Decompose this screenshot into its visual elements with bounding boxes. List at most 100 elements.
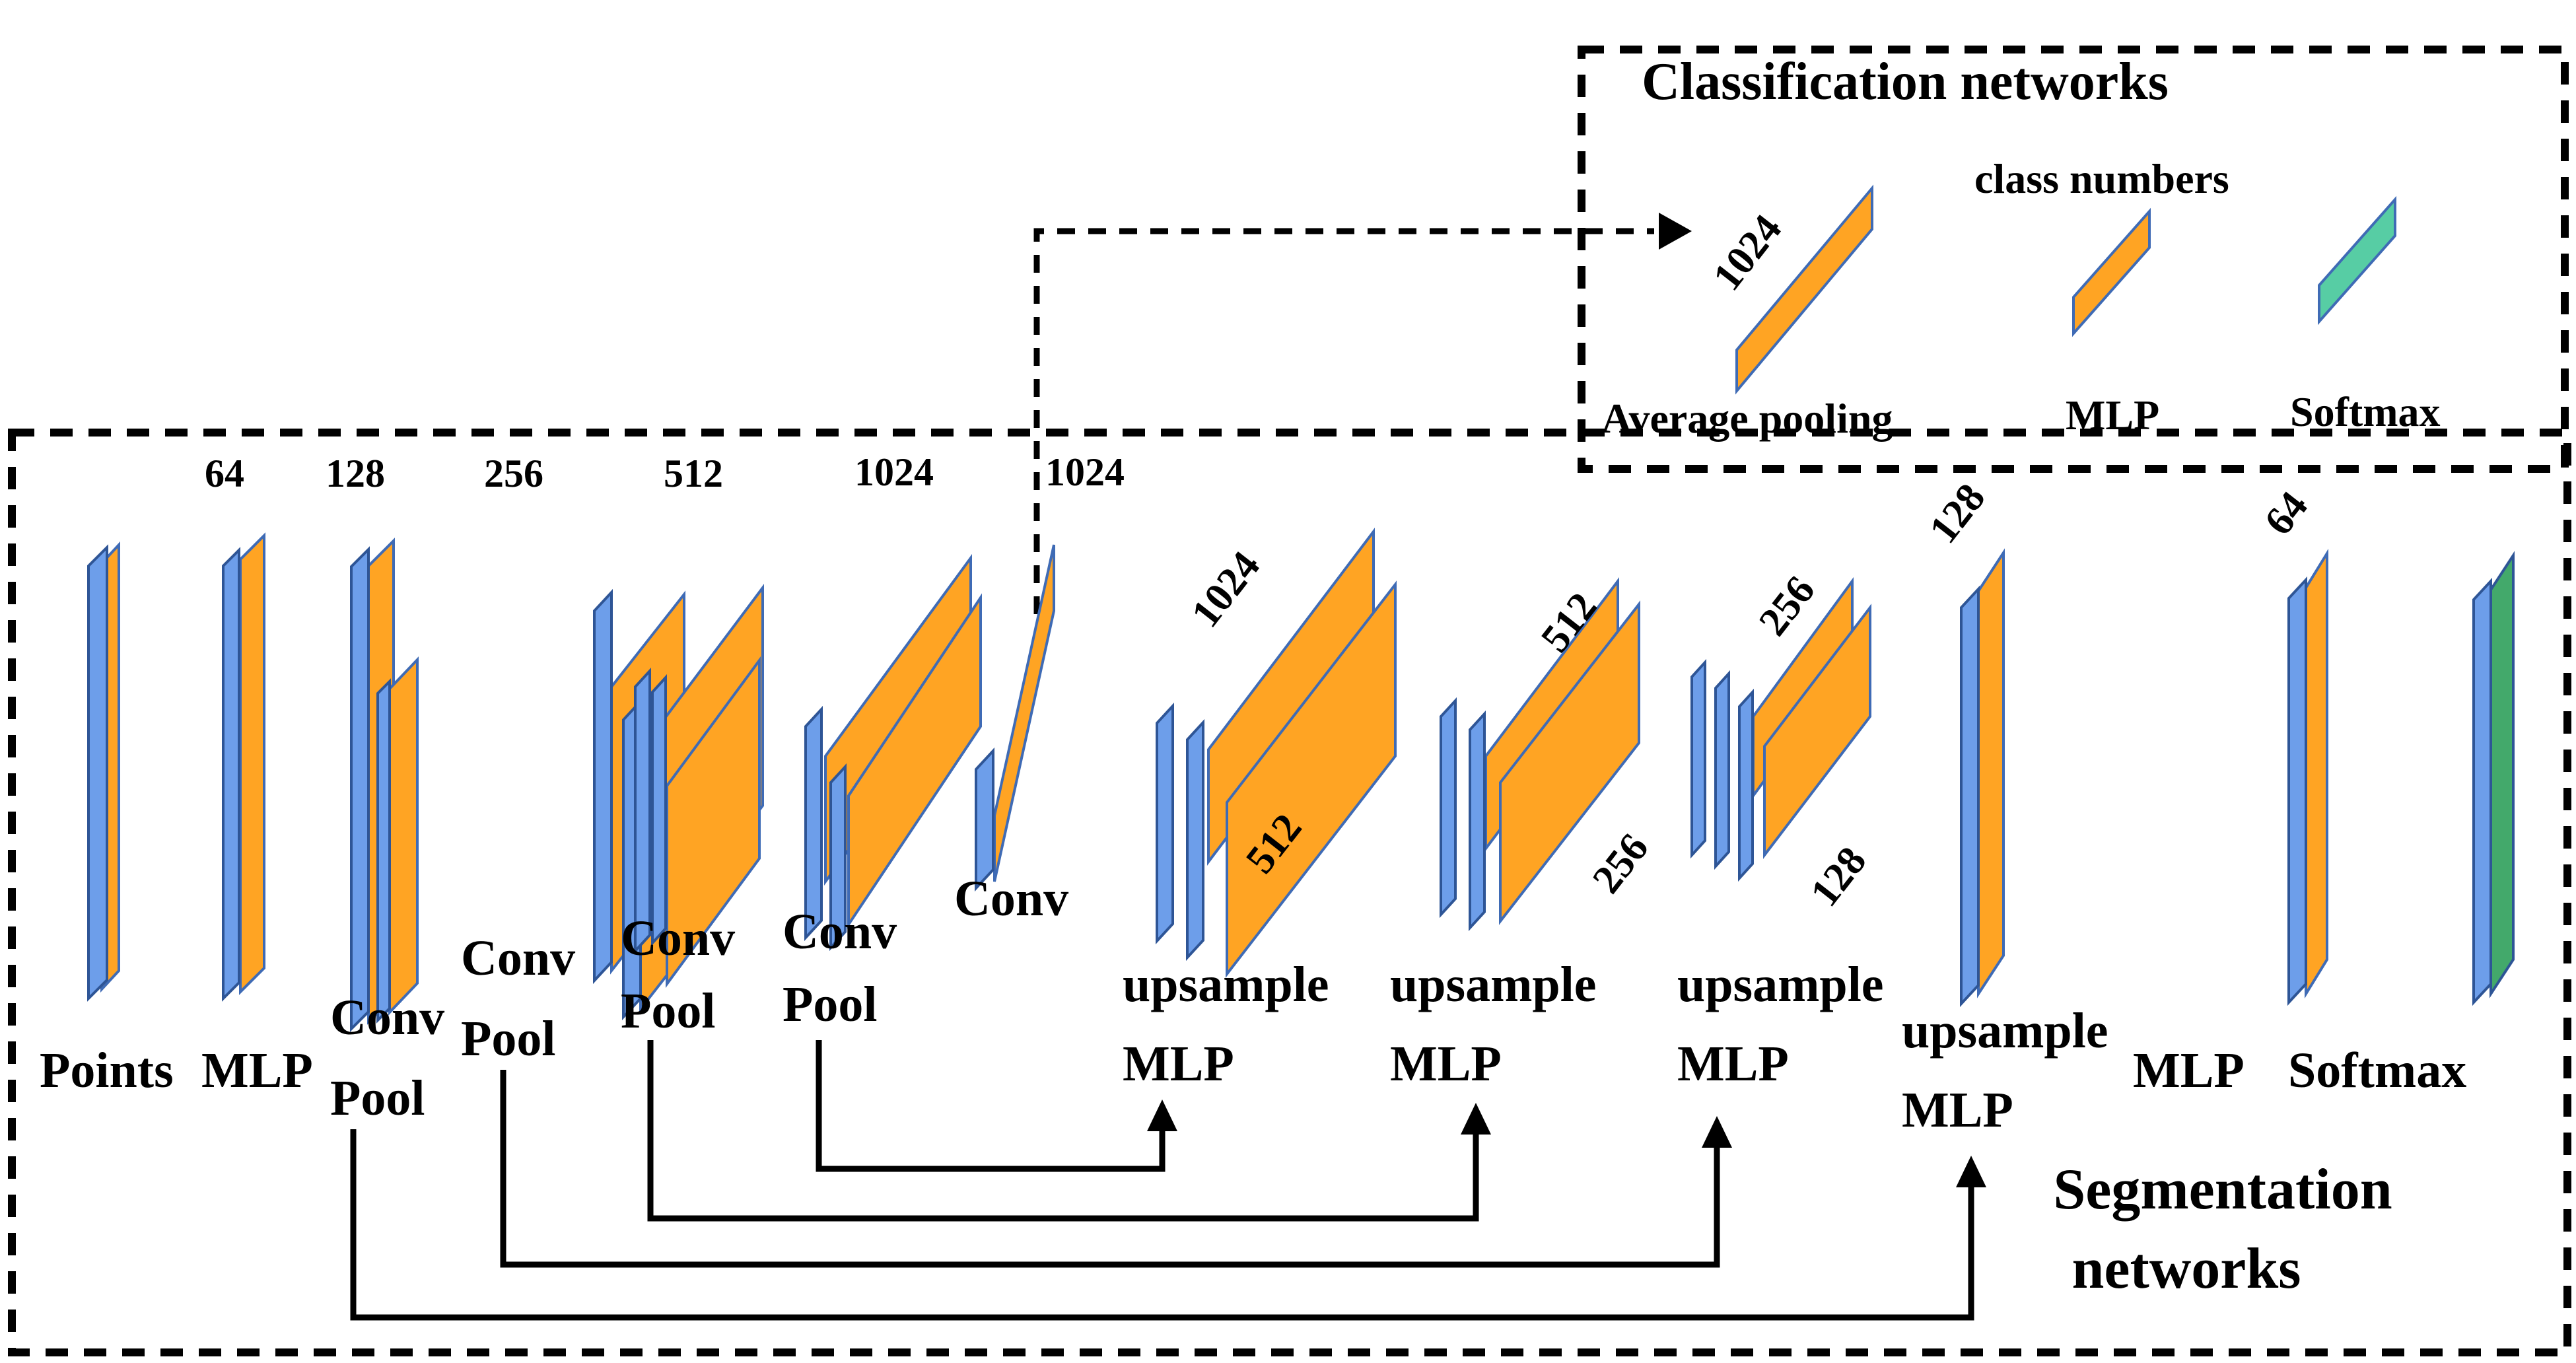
upsample2-blue-b (1469, 710, 1486, 932)
segmentation-title-line1: Segmentation (2053, 1158, 2392, 1222)
mlp-final-blue-layer (2287, 576, 2307, 1006)
upsample4-label-line2: MLP (1902, 1082, 2013, 1138)
upsample3-blue-a (1690, 658, 1706, 859)
mlp64-orange-layer (239, 532, 265, 995)
convpool4-blue-b (829, 763, 847, 952)
skip-line-convpool2-to-upsample3 (500, 1070, 1720, 1268)
class-softmax-green-layer (2318, 195, 2396, 326)
layer-convpool1: Conv Pool (330, 538, 444, 1126)
segmentation-box-border (8, 429, 2571, 1356)
layer-softmax-seg: Softmax (2288, 551, 2515, 1098)
skip-connections (350, 1040, 1986, 1321)
upsample3-blue-b (1714, 670, 1730, 870)
channel-label-64: 64 (205, 452, 244, 495)
upsample1-size-top: 1024 (1183, 543, 1269, 636)
upsample1-orange-front (1226, 580, 1397, 978)
softmax-seg-label: Softmax (2288, 1043, 2466, 1098)
upsample4-size-top: 128 (1921, 475, 1994, 551)
conv-blue-layer (975, 747, 994, 892)
convpool2-blue-a (593, 588, 613, 985)
connector-arrowhead-icon (1659, 213, 1692, 250)
convpool1-orange-b (388, 656, 419, 1016)
skip-arrowhead-4-icon (1956, 1156, 1986, 1187)
upsample2-label-line2: MLP (1390, 1036, 1502, 1092)
layer-points: Points (40, 541, 174, 1098)
upsample3-label-line2: MLP (1677, 1036, 1789, 1092)
mlp-final-orange-layer (2305, 548, 2328, 999)
layer-upsample3: 256 128 upsample MLP (1677, 568, 1884, 1092)
segmentation-title-line2: networks (2071, 1237, 2301, 1301)
upsample3-label-line1: upsample (1677, 957, 1884, 1012)
convpool3-blue-a (634, 667, 651, 955)
conv-orange-layer (993, 544, 1055, 882)
skip-line-convpool1-to-upsample4 (350, 1129, 1974, 1321)
points-label: Points (40, 1043, 174, 1098)
convpool4-label-line1: Conv (783, 904, 897, 960)
mlp-final-size-top: 64 (2256, 483, 2316, 543)
convpool1-label-line2: Pool (330, 1070, 425, 1126)
upsample4-label-line1: upsample (1902, 1003, 2108, 1059)
conv-label: Conv (954, 871, 1068, 926)
convpool2-label-line1: Conv (461, 930, 575, 986)
classification-title: Classification networks (1642, 53, 2169, 111)
dashed-connector-line (1033, 228, 1654, 614)
upsample2-label-line1: upsample (1390, 957, 1597, 1012)
upsample1-label-line2: MLP (1123, 1036, 1234, 1092)
class-mlp-label: MLP (2066, 392, 2159, 438)
convpool3-label-line1: Conv (621, 911, 735, 966)
layer-mlp-final: 64 MLP (2133, 483, 2328, 1098)
skip-arrowhead-1-icon (1147, 1100, 1177, 1131)
mlp-final-label: MLP (2133, 1043, 2245, 1098)
layer-convpool3: Conv Pool (621, 584, 764, 1039)
layer-conv: Conv (954, 544, 1068, 926)
convpool1-blue-b (376, 678, 391, 1024)
class-numbers-label: class numbers (1974, 155, 2229, 202)
layer-upsample4: 128 upsample MLP (1902, 475, 2108, 1138)
classification-box: Classification networks 1024 Average poo… (1601, 53, 2441, 442)
layer-convpool4: Conv Pool (783, 553, 982, 1032)
upsample4-blue-layer (1960, 585, 1980, 1008)
upsample2-blue-a (1440, 697, 1457, 919)
class-softmax-label: Softmax (2290, 388, 2441, 435)
skip-line-convpool4-to-upsample1 (816, 1040, 1166, 1172)
upsample1-blue-a (1156, 702, 1174, 945)
class-mlp-orange-layer (2072, 207, 2151, 337)
upsample1-label-line1: upsample (1123, 957, 1329, 1012)
convpool4-label-line2: Pool (783, 977, 878, 1032)
convpool1-label-line1: Conv (330, 990, 444, 1045)
convpool3-blue-b (651, 674, 667, 947)
upsample3-size-top: 256 (1751, 568, 1824, 644)
avg-pooling-orange-layer (1735, 184, 1873, 395)
segmentation-title: Segmentation networks (2053, 1158, 2392, 1301)
upsample3-blue-c (1738, 688, 1754, 882)
upsample2-orange-front (1499, 600, 1640, 925)
channel-label-1024b: 1024 (1045, 450, 1125, 494)
upsample4-orange-layer (1977, 548, 2005, 998)
channel-label-512: 512 (664, 452, 723, 495)
upsample3-orange-front (1763, 604, 1871, 859)
layer-upsample2: 512 256 upsample MLP (1390, 577, 1657, 1092)
avg-pooling-size: 1024 (1704, 207, 1790, 299)
convpool1-blue-a (350, 546, 370, 1032)
softmax-blue-layer (2472, 577, 2492, 1006)
upsample2-size-bottom: 256 (1584, 825, 1657, 901)
softmax-green-layer (2489, 551, 2515, 998)
convpool2-label-line2: Pool (461, 1011, 556, 1066)
skip-line-convpool3-to-upsample2 (647, 1040, 1479, 1222)
convpool3-label-line2: Pool (621, 983, 716, 1039)
channel-label-256: 256 (484, 452, 543, 495)
classification-box-border (1578, 46, 2569, 473)
convpool4-blue-a (804, 705, 823, 942)
upsample3-size-bottom: 128 (1802, 839, 1875, 915)
points-blue-layer (87, 544, 108, 1002)
global-feature-connector (1033, 213, 1692, 614)
channel-label-128: 128 (326, 452, 385, 495)
channel-label-1024a: 1024 (854, 450, 934, 494)
layer-upsample1: 1024 512 upsample MLP (1123, 528, 1397, 1092)
avg-pooling-label: Average pooling (1601, 395, 1893, 442)
layer-mlp-64: MLP (201, 532, 313, 1098)
convpool4-orange-front (847, 593, 982, 929)
mlp64-blue-layer (222, 547, 240, 1002)
